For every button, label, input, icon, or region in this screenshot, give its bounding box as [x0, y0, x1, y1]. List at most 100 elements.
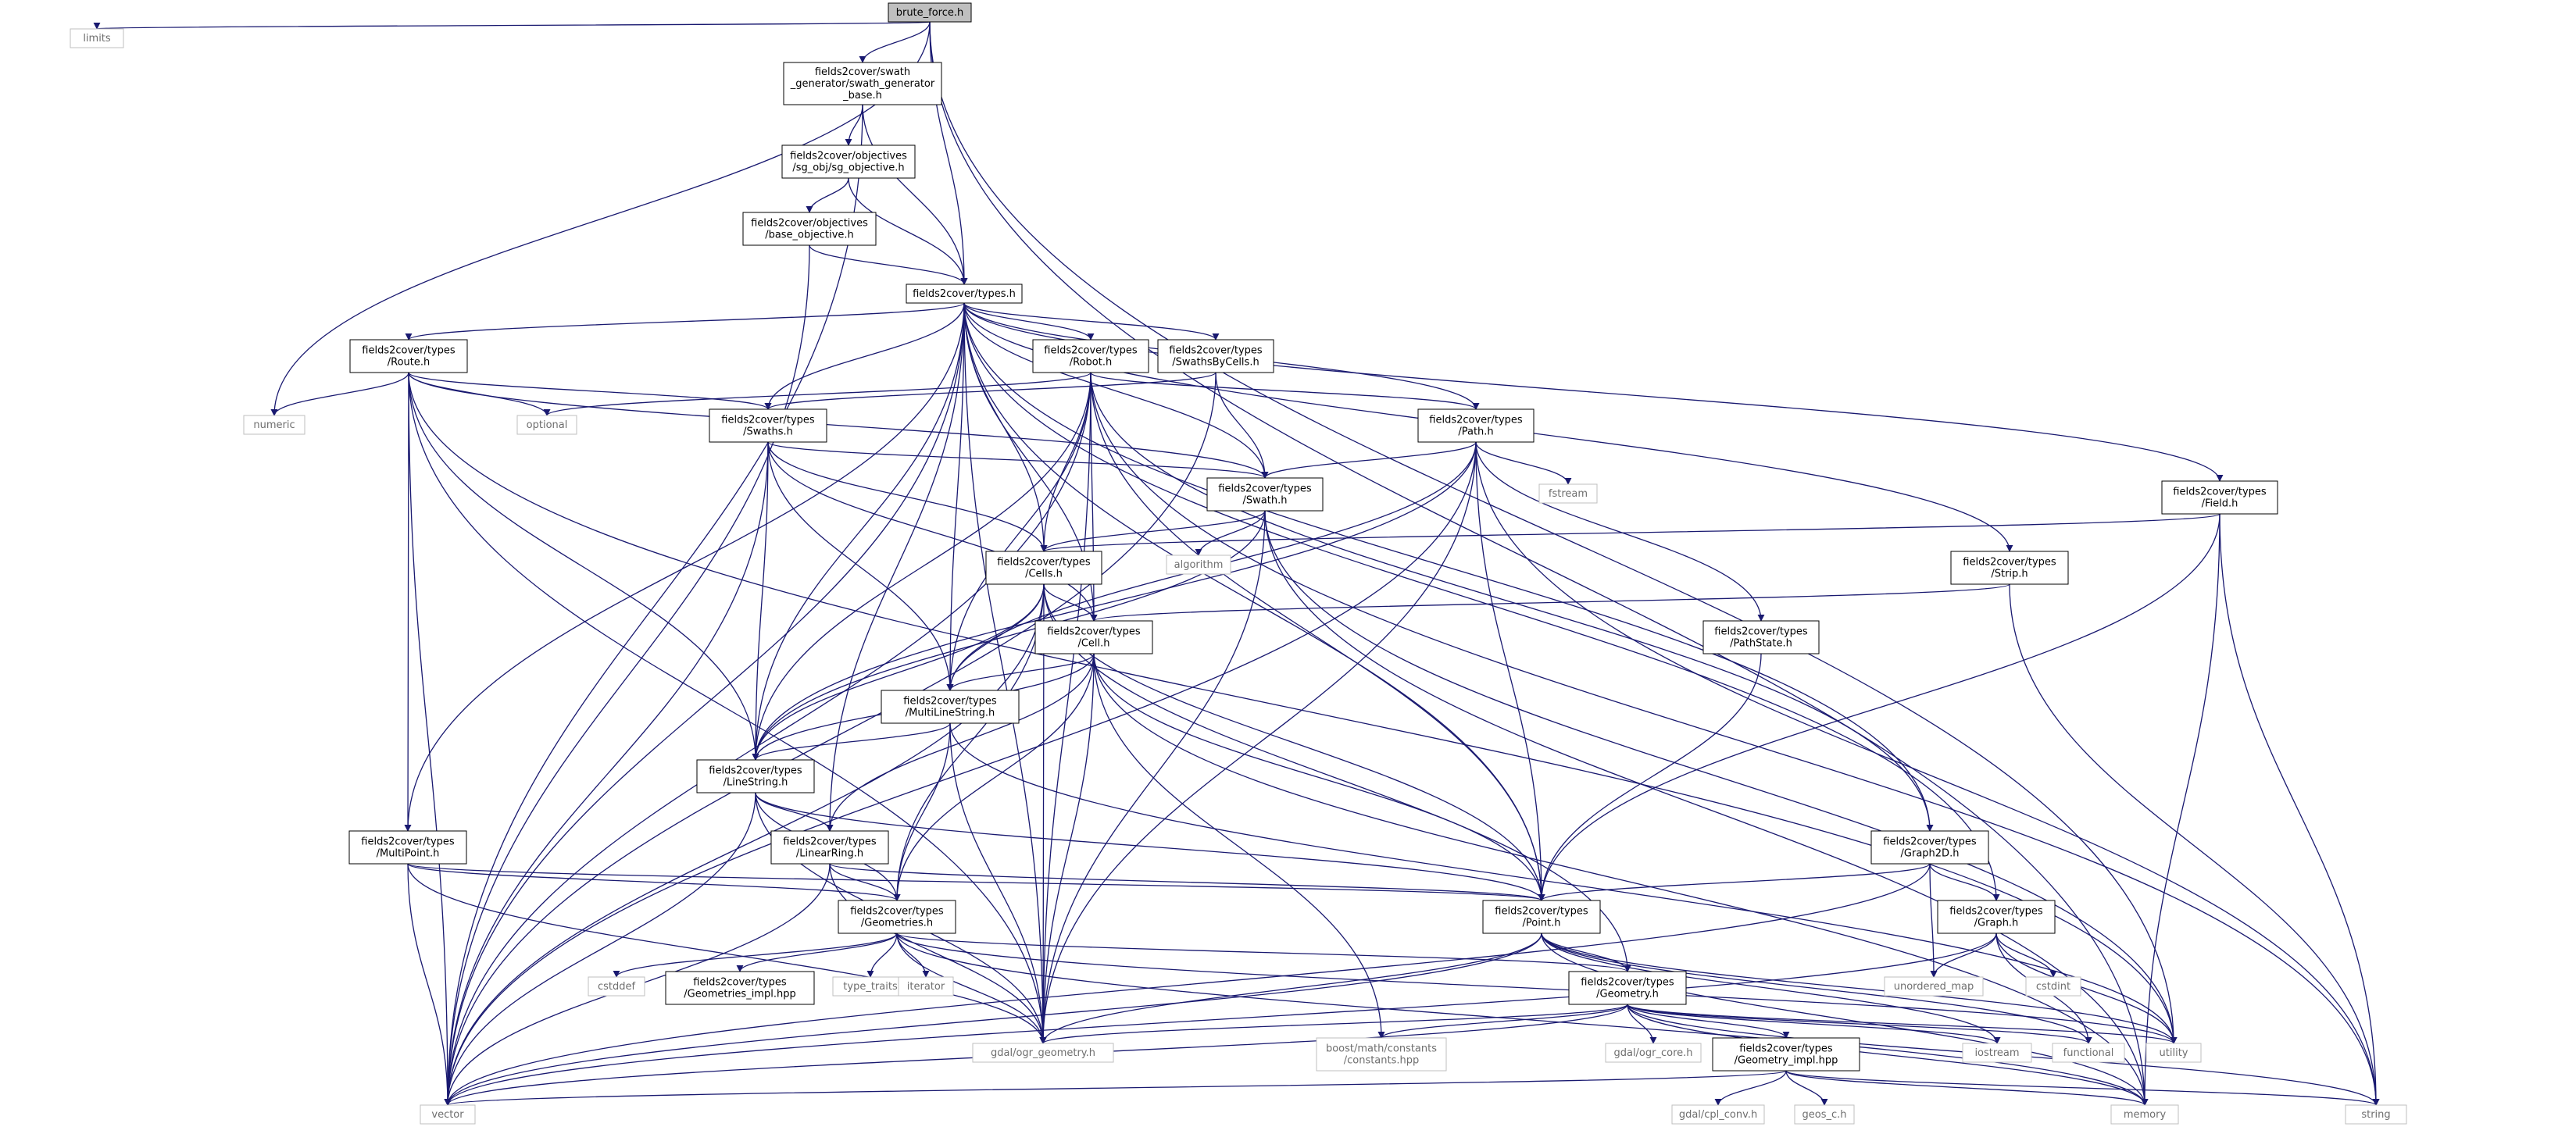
- node-path[interactable]: fields2cover/types/Path.h: [1417, 408, 1535, 443]
- edge-cell-to-linearring: [826, 653, 1095, 832]
- node-vector: vector: [420, 1104, 476, 1125]
- edge-point-to-utility: [1541, 933, 2178, 1044]
- node-box: [972, 1043, 1114, 1063]
- node-swath[interactable]: fields2cover/types/Swath.h: [1206, 477, 1324, 512]
- node-label: fields2cover/types: [361, 836, 455, 848]
- edge-path-to-fstream: [1475, 441, 1572, 485]
- node-label: /Robot.h: [1070, 357, 1112, 369]
- node-geometries[interactable]: fields2cover/types/Geometries.h: [838, 900, 956, 934]
- edge-swath_gen_base-to-vector: [444, 104, 863, 1106]
- node-label: fields2cover/types: [1495, 906, 1588, 918]
- edge-types-to-field: [963, 302, 2224, 482]
- node-label: /Strip.h: [1991, 569, 2028, 580]
- edge-geometry-to-geometry_impl_hpp: [1627, 1004, 1790, 1039]
- node-box: [2025, 976, 2081, 997]
- edge-multilinestring-to-utility: [949, 722, 2178, 1044]
- node-cell[interactable]: fields2cover/types/Cell.h: [1034, 620, 1153, 654]
- edge-field-to-cells: [1041, 513, 2221, 552]
- node-label: geos_c.h: [1802, 1109, 1847, 1121]
- node-route[interactable]: fields2cover/types/Route.h: [349, 339, 468, 373]
- node-label: gdal/ogr_geometry.h: [991, 1047, 1095, 1059]
- edge-point-to-ogr_geometry: [1039, 933, 1542, 1044]
- node-linestring[interactable]: fields2cover/types/LineString.h: [696, 759, 815, 793]
- edge-geometry-to-ogr_core: [1627, 1004, 1657, 1044]
- edge-cell-to-boost_constants: [1093, 653, 1385, 1039]
- edge-linestring-to-vector: [444, 792, 756, 1106]
- node-geometry_impl_hpp[interactable]: fields2cover/types/Geometry_impl.hpp: [1712, 1037, 1860, 1072]
- edge-types-to-route: [405, 302, 965, 341]
- node-multipoint[interactable]: fields2cover/types/MultiPoint.h: [348, 830, 467, 865]
- edge-geometry_impl_hpp-to-vector: [445, 1070, 1787, 1106]
- node-geom_impl_hpp[interactable]: fields2cover/types/Geometries_impl.hpp: [665, 971, 815, 1005]
- node-strip[interactable]: fields2cover/types/Strip.h: [1950, 551, 2069, 585]
- node-label: fields2cover/types.h: [913, 288, 1016, 300]
- edge-types-to-linearring: [826, 302, 965, 832]
- node-brute_force[interactable]: brute_force.h: [888, 2, 972, 23]
- node-types[interactable]: fields2cover/types.h: [906, 284, 1023, 304]
- node-label: fields2cover/types: [1963, 557, 2056, 569]
- node-geos_c: geos_c.h: [1794, 1104, 1855, 1125]
- node-graph2d[interactable]: fields2cover/types/Graph2D.h: [1870, 830, 1989, 865]
- edge-path-to-linestring: [752, 441, 1477, 761]
- edge-brute_force-to-limits: [95, 21, 931, 30]
- node-label: gdal/ogr_core.h: [1613, 1047, 1692, 1059]
- node-pathstate[interactable]: fields2cover/types/PathState.h: [1702, 620, 1820, 654]
- edge-graph-to-vector: [444, 933, 1997, 1106]
- node-field[interactable]: fields2cover/types/Field.h: [2161, 480, 2278, 515]
- edge-multilinestring-to-linestring: [752, 722, 951, 761]
- node-label: /Graph2D.h: [1901, 848, 1960, 860]
- node-label: /Field.h: [2202, 498, 2238, 510]
- edge-types-to-robot: [963, 302, 1095, 341]
- edge-geometries-to-memory: [896, 933, 2149, 1106]
- node-label: fields2cover/objectives: [790, 151, 907, 162]
- edge-types-to-swathsbycells: [963, 302, 1220, 341]
- edge-route-to-swaths: [408, 372, 772, 410]
- node-multilinestring[interactable]: fields2cover/types/MultiLineString.h: [881, 690, 1020, 724]
- node-label: fields2cover/types: [1044, 345, 1138, 357]
- node-label: iostream: [1974, 1047, 2019, 1059]
- node-base_obj[interactable]: fields2cover/objectives/base_objective.h: [742, 212, 877, 246]
- node-box: [349, 339, 468, 373]
- node-box: [696, 759, 815, 793]
- node-label: /sg_obj/sg_objective.h: [792, 162, 904, 174]
- node-swath_gen_base[interactable]: fields2cover/swath_generator/swath_gener…: [783, 62, 942, 105]
- edge-swath-to-ogr_geometry: [1039, 510, 1266, 1044]
- node-geometry[interactable]: fields2cover/types/Geometry.h: [1568, 971, 1687, 1005]
- edge-swaths-to-vector: [444, 441, 769, 1106]
- node-label: iterator: [907, 981, 945, 993]
- node-label: /constants.hpp: [1344, 1055, 1420, 1067]
- edge-multipoint-to-vector: [407, 863, 452, 1106]
- node-cstdint: cstdint: [2025, 976, 2081, 997]
- edge-brute_force-to-swath_gen_base: [859, 21, 931, 63]
- edge-cells-to-geometries: [893, 583, 1045, 901]
- node-utility: utility: [2145, 1043, 2202, 1063]
- node-box: [1794, 1104, 1855, 1125]
- node-label: optional: [527, 419, 568, 431]
- node-box: [1671, 1104, 1765, 1125]
- node-box: [1166, 555, 1231, 575]
- node-label: fields2cover/types: [1883, 836, 1977, 848]
- edge-cells-to-ogr_geometry: [1039, 583, 1047, 1044]
- node-sg_obj[interactable]: fields2cover/objectives/sg_obj/sg_object…: [781, 144, 916, 179]
- edge-geometries-to-geometry: [896, 933, 1631, 972]
- node-limits: limits: [70, 28, 124, 48]
- node-swathsbycells[interactable]: fields2cover/types/SwathsByCells.h: [1157, 339, 1274, 373]
- edge-brute_force-to-utility: [929, 21, 2178, 1044]
- node-label: brute_force.h: [896, 7, 964, 19]
- node-linearring[interactable]: fields2cover/types/LinearRing.h: [770, 830, 889, 865]
- edge-multilinestring-to-ogr_geometry: [949, 722, 1047, 1044]
- edge-geometry-to-memory: [1627, 1004, 2149, 1106]
- node-graph[interactable]: fields2cover/types/Graph.h: [1937, 900, 2056, 934]
- node-box: [742, 212, 877, 246]
- node-box: [1417, 408, 1535, 443]
- node-point[interactable]: fields2cover/types/Point.h: [1482, 900, 1601, 934]
- node-box: [781, 144, 916, 179]
- node-swaths[interactable]: fields2cover/types/Swaths.h: [709, 408, 827, 443]
- node-box: [1482, 900, 1601, 934]
- edge-graph2d-to-point: [1538, 863, 1931, 901]
- node-cells[interactable]: fields2cover/types/Cells.h: [985, 551, 1102, 585]
- node-label: /Swath.h: [1243, 495, 1288, 507]
- node-robot[interactable]: fields2cover/types/Robot.h: [1032, 339, 1149, 373]
- edge-swaths-to-cells: [767, 441, 1048, 552]
- edge-types-to-graph: [963, 302, 2000, 901]
